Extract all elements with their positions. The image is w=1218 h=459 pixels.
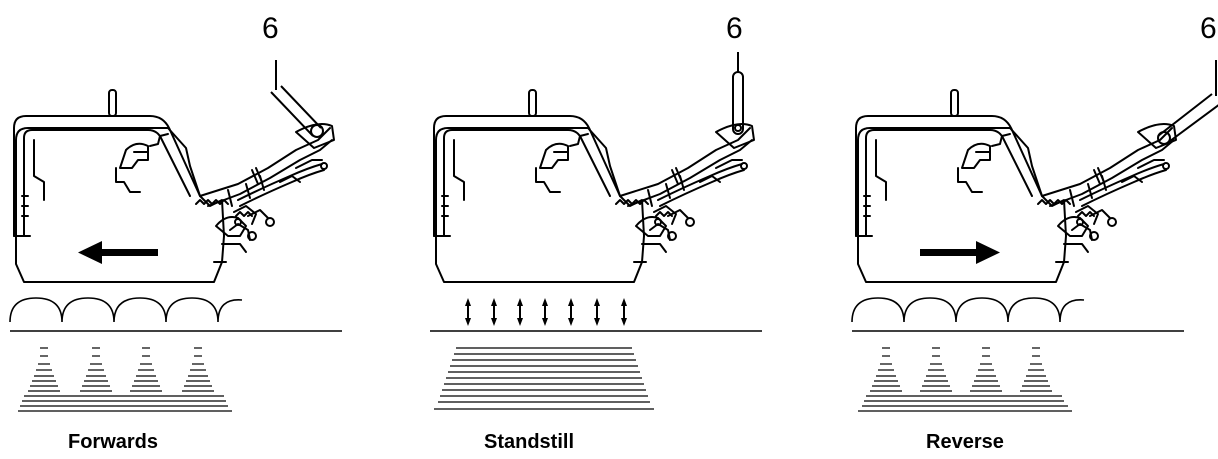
ground-wave-reverse <box>851 297 1085 323</box>
drive-lever-standstill <box>732 52 744 135</box>
direction-arrow-right <box>920 241 1000 264</box>
direction-arrow-left <box>78 241 158 264</box>
callout-number-standstill: 6 <box>726 12 743 45</box>
caption-standstill: Standstill <box>484 431 575 453</box>
panel-standstill <box>430 52 762 410</box>
panel-reverse <box>851 60 1218 412</box>
drive-lever-forwards <box>270 60 324 138</box>
compaction-pattern-forwards <box>18 347 232 412</box>
caption-forwards: Forwards <box>68 431 159 453</box>
roller-machine-standstill <box>433 89 755 283</box>
callout-number-forwards: 6 <box>262 12 279 45</box>
caption-reverse: Reverse <box>926 431 1004 453</box>
roller-machine-forwards <box>13 89 335 283</box>
callout-number-reverse: 6 <box>1200 12 1217 45</box>
compaction-pattern-reverse <box>858 347 1072 412</box>
panel-forwards <box>9 60 342 412</box>
ground-wave-forwards <box>9 297 243 323</box>
compaction-pattern-standstill <box>434 347 654 410</box>
vibration-arrows-standstill <box>464 297 628 327</box>
roller-machine-reverse <box>855 89 1177 283</box>
drive-lever-reverse <box>1157 60 1218 145</box>
